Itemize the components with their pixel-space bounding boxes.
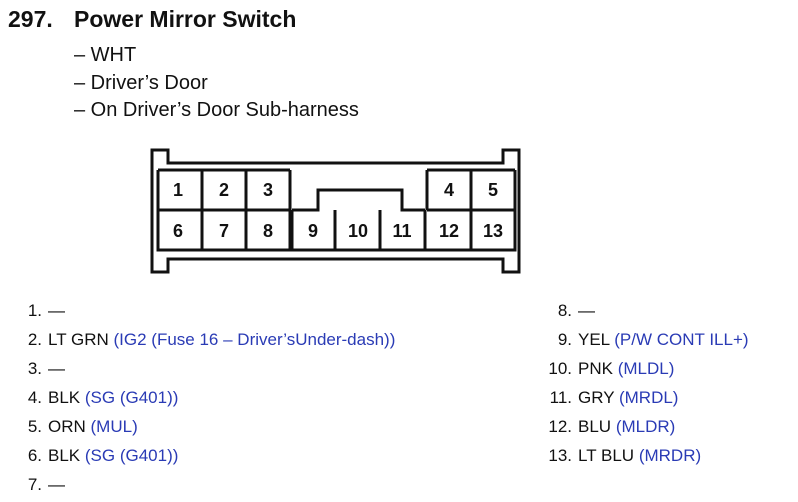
- circuit-description: (P/W CONT ILL+): [614, 330, 749, 349]
- wire-color: —: [578, 301, 595, 320]
- wire-color: BLU: [578, 417, 612, 436]
- pin-label: 10: [348, 221, 368, 241]
- pin-label: 8: [263, 221, 273, 241]
- pin-number: 8.: [557, 301, 572, 320]
- pin-label: 11: [392, 221, 411, 241]
- circuit-description: (SG (G401)): [84, 388, 179, 407]
- pin-row: 3. —: [8, 354, 395, 383]
- wire-color: PNK: [578, 359, 613, 378]
- cavity-frame-top-right: [425, 168, 517, 210]
- pin-label: 4: [444, 180, 454, 200]
- pin-number: 1.: [27, 301, 42, 320]
- harness-line: – On Driver’s Door Sub-harness: [74, 99, 359, 121]
- wire-color: LT GRN: [48, 330, 109, 349]
- circuit-description: (MLDR): [615, 417, 676, 436]
- circuit-description: (SG (G401)): [84, 446, 179, 465]
- pin-label: 1: [173, 180, 183, 200]
- pin-row: 8. —: [536, 296, 749, 325]
- pin-number: 11.: [549, 388, 572, 407]
- circuit-description: (MRDL): [618, 388, 679, 407]
- circuit-description: (MRDR): [638, 446, 702, 465]
- color-line: – WHT: [74, 44, 137, 66]
- wire-color: LT BLU: [578, 446, 635, 465]
- pin-row: 10. PNK (MLDL): [536, 354, 749, 383]
- wire-color: ORN: [48, 417, 86, 436]
- circuit-description: (MLDL): [617, 359, 675, 378]
- circuit-description: (MUL): [90, 417, 138, 436]
- pin-number: 9.: [557, 330, 572, 349]
- page-title: 297. Power Mirror Switch: [8, 6, 296, 33]
- wire-color: —: [48, 301, 65, 320]
- pin-row: 6. BLK (SG (G401)): [8, 441, 395, 470]
- pin-number: 5.: [27, 417, 42, 436]
- wire-color: —: [48, 359, 65, 378]
- wire-color: BLK: [48, 388, 81, 407]
- cavity-separators-bottom: [200, 210, 473, 250]
- pin-row: 13. LT BLU (MRDR): [536, 441, 749, 470]
- pin-label: 13: [483, 221, 503, 241]
- wire-color: BLK: [48, 446, 81, 465]
- keyway: [292, 188, 425, 212]
- pin-number: 10.: [548, 359, 572, 378]
- pin-row: 12. BLU (MLDR): [536, 412, 749, 441]
- pin-label: 5: [488, 180, 498, 200]
- pin-number: 4.: [27, 388, 42, 407]
- pin-row: 9. YEL (P/W CONT ILL+): [536, 325, 749, 354]
- pin-list-left: 1. — 2. LT GRN (IG2 (Fuse 16 – Driver’sUnde…: [8, 296, 396, 499]
- pin-number: 12.: [548, 417, 572, 436]
- pin-label: 9: [308, 221, 318, 241]
- pin-list-right: 8. — 9. YEL (P/W CONT ILL+) 10. PNK (MLDL) 11.…: [536, 296, 749, 470]
- pin-number: 2.: [27, 330, 42, 349]
- pin-label: 12: [439, 221, 459, 241]
- cavity-frame-top-left: [156, 168, 292, 210]
- pin-number: 13.: [548, 446, 572, 465]
- wire-color: —: [48, 475, 65, 494]
- pin-row: 11. GRY (MRDL): [536, 383, 749, 412]
- pin-row: 2. LT GRN (IG2 (Fuse 16 – Driver’sUnder-d…: [8, 325, 396, 354]
- connector-diagram: 1 2 3 4 5 6 7 8 9 10 11 12 13: [150, 148, 521, 274]
- wire-color: GRY: [578, 388, 615, 407]
- pin-label: 7: [219, 221, 229, 241]
- circuit-description: (IG2 (Fuse 16 – Driver’sUnder-dash)): [113, 330, 396, 349]
- pin-number: 3.: [27, 359, 42, 378]
- connector-title: Power Mirror Switch: [74, 6, 297, 32]
- location-line: – Driver’s Door: [74, 72, 208, 94]
- pin-row: 5. ORN (MUL): [8, 412, 395, 441]
- pin-label: 3: [263, 180, 273, 200]
- pin-number: 7.: [27, 475, 42, 494]
- pin-number: 6.: [27, 446, 42, 465]
- pin-row: 1. —: [8, 296, 395, 325]
- wire-color: YEL: [578, 330, 610, 349]
- connector-number: 297.: [8, 6, 53, 32]
- pin-row: 7. —: [8, 470, 395, 499]
- pin-label: 2: [219, 180, 229, 200]
- pin-row: 4. BLK (SG (G401)): [8, 383, 395, 412]
- pin-label: 6: [173, 221, 183, 241]
